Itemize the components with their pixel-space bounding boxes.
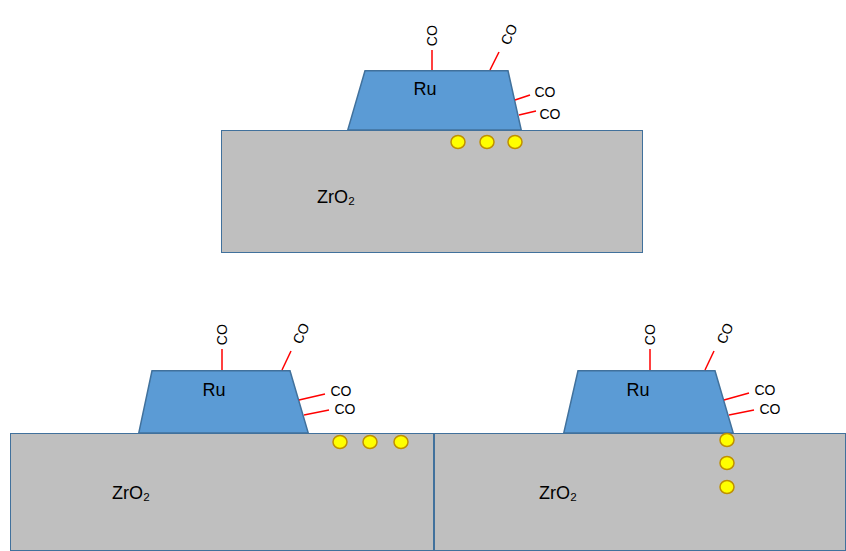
- co-bond: [221, 349, 223, 370]
- site-dot: [363, 436, 377, 449]
- site-dot: [508, 136, 522, 149]
- co-bond: [649, 349, 651, 370]
- adsorbate-label: CO: [214, 324, 229, 345]
- adsorbate-label: CO: [760, 402, 781, 417]
- co-bond: [304, 410, 329, 415]
- trapezoid-shape: [564, 371, 734, 433]
- adsorbate-label: CO: [535, 85, 556, 100]
- yellow-sites: [333, 136, 734, 494]
- trapezoid-outline: [563, 370, 734, 433]
- site-dot: [720, 457, 734, 470]
- co-bond: [729, 410, 754, 415]
- particle-label: Ru: [626, 381, 649, 401]
- adsorbate-label: CO: [424, 25, 439, 46]
- support-label: ZrO₂: [317, 188, 355, 208]
- zro2-support: ZrO₂: [221, 130, 643, 253]
- support-label: ZrO₂: [539, 484, 577, 504]
- site-dot: [394, 436, 408, 449]
- co-bond: [490, 52, 499, 70]
- co-bonds: [222, 50, 754, 415]
- adsorbate-label: CO: [498, 21, 521, 47]
- co-bond: [299, 394, 325, 400]
- site-dot: [333, 436, 347, 449]
- adsorbate-label: CO: [642, 324, 657, 345]
- adsorbate-label: CO: [290, 320, 313, 346]
- adsorbate-label: CO: [714, 320, 737, 346]
- trapezoid-shape: [139, 371, 309, 433]
- co-bond: [519, 111, 536, 115]
- trapezoid-outline: [138, 370, 309, 433]
- ru-particle: Ru: [563, 370, 734, 433]
- co-bond: [282, 351, 291, 370]
- zro2-support: ZrO₂: [434, 433, 846, 551]
- ru-particle: Ru: [138, 370, 309, 433]
- co-bond: [724, 393, 749, 400]
- ru-particle: Ru: [347, 70, 522, 130]
- adsorbate-label: CO: [540, 107, 561, 122]
- adsorbate-label: CO: [331, 384, 352, 399]
- adsorbate-label: CO: [755, 383, 776, 398]
- particle-label: Ru: [202, 381, 225, 401]
- co-bond: [705, 351, 714, 370]
- zro2-support: ZrO₂: [10, 433, 434, 551]
- trapezoid-shape: [348, 71, 522, 130]
- site-dot: [720, 481, 734, 494]
- site-dot: [480, 136, 494, 149]
- particle-label: Ru: [413, 80, 436, 100]
- co-bond: [515, 95, 530, 100]
- site-dot: [451, 136, 465, 149]
- trapezoid-outline: [347, 70, 522, 130]
- support-label: ZrO₂: [112, 484, 150, 504]
- adsorbate-label: CO: [335, 402, 356, 417]
- site-dot: [720, 434, 734, 447]
- co-bond: [431, 50, 433, 70]
